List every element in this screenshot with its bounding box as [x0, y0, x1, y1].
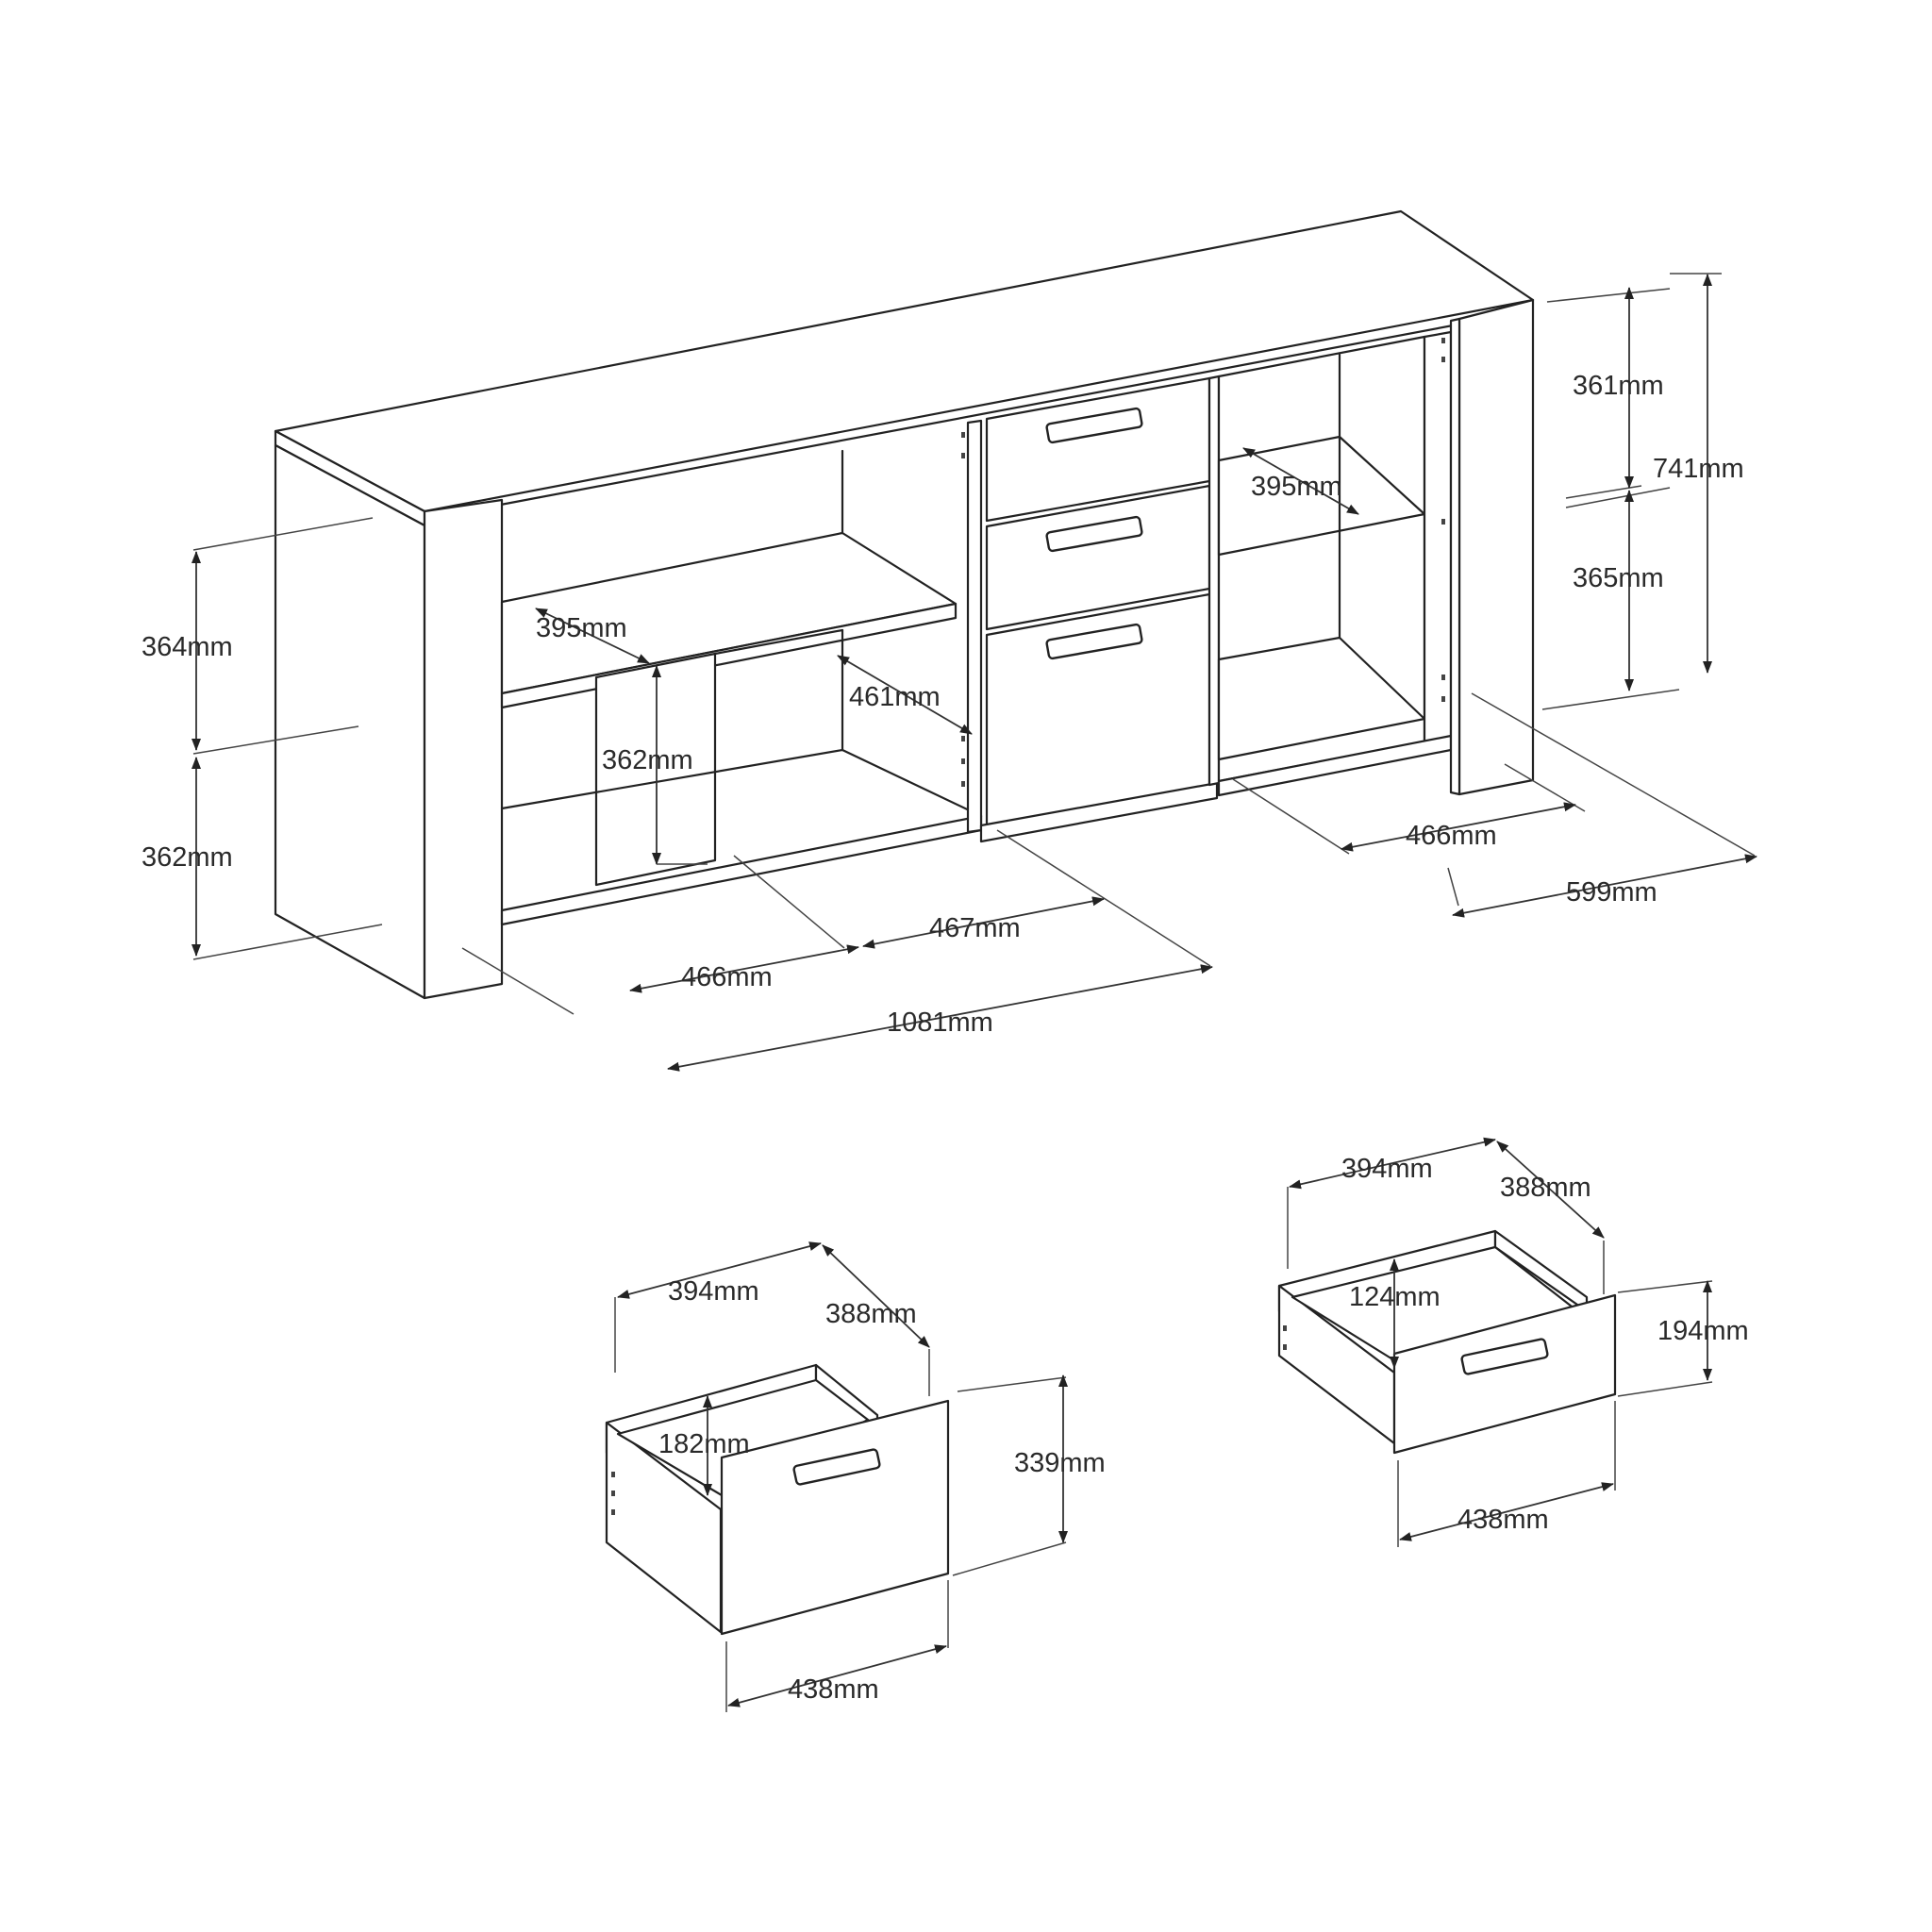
arrow-head — [837, 655, 973, 735]
label-466-right: 466mm — [1406, 821, 1497, 851]
label-361: 361mm — [1573, 371, 1664, 401]
dimension-labels: 364mm 362mm 395mm 362mm 461mm 395mm 361m… — [142, 371, 1749, 1705]
left-lower-back-line — [713, 628, 844, 656]
arrow-head — [667, 964, 1213, 1072]
large-drawer-dimensions — [614, 1241, 1068, 1712]
label-395-left: 395mm — [536, 613, 627, 643]
label-599: 599mm — [1566, 877, 1657, 908]
arrow-head — [862, 896, 1105, 949]
arrow-head — [1242, 447, 1359, 515]
arrow-head — [1452, 854, 1757, 918]
large-drawer — [605, 1363, 950, 1636]
label-362-left: 362mm — [142, 842, 233, 873]
label-461: 461mm — [849, 682, 941, 712]
arrow-head — [1399, 1482, 1614, 1541]
right-upright-side — [1449, 317, 1461, 796]
label-small-drawer-height: 194mm — [1657, 1316, 1749, 1346]
label-466-left: 466mm — [681, 962, 773, 992]
label-365: 365mm — [1573, 563, 1664, 593]
label-1081: 1081mm — [887, 1008, 993, 1038]
large-drawer-bottom-inner — [616, 1378, 870, 1497]
label-364: 364mm — [142, 632, 233, 662]
label-small-drawer-width: 394mm — [1341, 1154, 1433, 1184]
drawer-handle — [792, 1448, 881, 1486]
cabinet-dimensions — [192, 273, 1757, 1072]
label-small-drawer-inner-height: 124mm — [1349, 1282, 1441, 1312]
small-drawer-front[interactable] — [1392, 1293, 1617, 1455]
label-large-drawer-inner-height: 182mm — [658, 1429, 750, 1459]
drawer-stack-right-edge — [1208, 375, 1221, 787]
left-bottom-back-line — [500, 748, 844, 810]
drawer-handle — [1460, 1338, 1549, 1375]
label-467: 467mm — [929, 913, 1021, 943]
label-large-drawer-width: 394mm — [668, 1276, 759, 1307]
small-drawer — [1277, 1229, 1617, 1455]
arrow-head — [535, 608, 650, 664]
sideboard-cabinet — [274, 209, 1535, 1000]
drawer-handle — [1045, 407, 1143, 660]
left-side-panel — [274, 443, 426, 1000]
arrow-head — [727, 1644, 947, 1707]
label-362-inner: 362mm — [602, 745, 693, 775]
drawer-stack — [979, 375, 1221, 843]
arrow-head — [1341, 802, 1576, 852]
arrow-head — [1289, 1137, 1496, 1190]
left-front-upright — [423, 498, 504, 1000]
right-inner-side-panel — [1423, 330, 1453, 749]
label-small-drawer-depth: 388mm — [1500, 1173, 1591, 1203]
center-left-upright — [966, 419, 983, 834]
label-small-drawer-front: 438mm — [1457, 1505, 1549, 1535]
large-drawer-front[interactable] — [720, 1399, 950, 1636]
label-395-right: 395mm — [1251, 472, 1342, 502]
right-front-upright — [1457, 298, 1535, 796]
label-large-drawer-front: 438mm — [788, 1674, 879, 1705]
label-741: 741mm — [1653, 454, 1744, 484]
shelf-pin-holes — [961, 338, 1445, 787]
arrow-head — [1496, 1141, 1605, 1239]
label-large-drawer-height: 339mm — [1014, 1448, 1106, 1478]
arrow-head — [822, 1244, 930, 1348]
left-bottom-depth — [841, 748, 983, 818]
small-drawer-dimensions — [1287, 1137, 1713, 1547]
drawer-stack-base — [979, 781, 1219, 843]
label-large-drawer-depth: 388mm — [825, 1299, 917, 1329]
arrow-head — [617, 1241, 822, 1299]
